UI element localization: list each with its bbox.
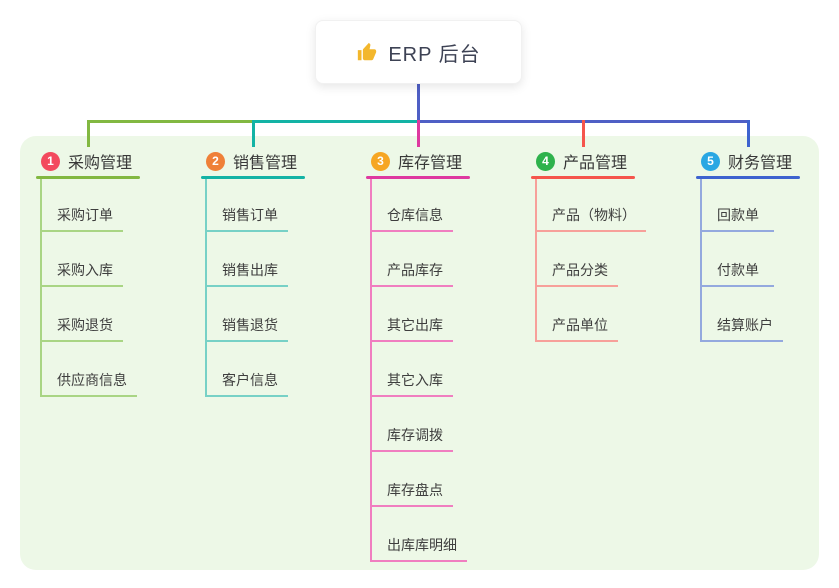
child-label: 出库库明细	[387, 537, 457, 553]
child-label: 仓库信息	[387, 207, 443, 223]
branch-column: 1 采购管理 采购订单采购入库采购退货供应商信息	[36, 148, 201, 397]
child-node[interactable]: 产品（物料）	[537, 179, 646, 232]
branch-title[interactable]: 5 财务管理	[696, 148, 839, 174]
child-node[interactable]: 库存盘点	[372, 452, 453, 507]
branch-column: 5 财务管理 回款单付款单结算账户	[696, 148, 839, 342]
connector-drop-1	[87, 120, 90, 147]
child-label: 采购订单	[57, 207, 113, 223]
branch-number-badge: 4	[536, 151, 555, 171]
connector-bus-left	[87, 120, 255, 123]
branch-underline	[366, 176, 470, 179]
child-label: 付款单	[717, 262, 759, 278]
branch-children: 仓库信息产品库存其它出库其它入库库存调拨库存盘点出库库明细	[370, 179, 531, 562]
child-label: 销售订单	[222, 207, 278, 223]
child-node[interactable]: 产品分类	[537, 232, 618, 287]
connector-drop-3	[417, 120, 420, 147]
branch-underline	[201, 176, 305, 179]
branch-label: 销售管理	[233, 155, 298, 172]
child-label: 销售退货	[222, 317, 278, 333]
root-title: ERP 后台	[388, 43, 481, 66]
child-node[interactable]: 销售出库	[207, 232, 288, 287]
connector-drop-4	[582, 120, 585, 147]
child-node[interactable]: 其它出库	[372, 287, 453, 342]
child-label: 产品库存	[387, 262, 443, 278]
child-label: 销售出库	[222, 262, 278, 278]
branch-number-badge: 5	[701, 151, 720, 171]
child-node[interactable]: 结算账户	[702, 287, 783, 342]
branch-underline	[531, 176, 635, 179]
branch-underline	[36, 176, 140, 179]
thumbs-up-icon	[356, 41, 378, 63]
child-node[interactable]: 仓库信息	[372, 179, 453, 232]
child-label: 结算账户	[717, 317, 773, 333]
branch-title[interactable]: 4 产品管理	[531, 148, 696, 174]
branch-column: 2 销售管理 销售订单销售出库销售退货客户信息	[201, 148, 366, 397]
child-node[interactable]: 产品单位	[537, 287, 618, 342]
connector-bus-center	[253, 120, 420, 123]
child-label: 其它出库	[387, 317, 443, 333]
branch-children: 回款单付款单结算账户	[700, 179, 839, 342]
child-label: 采购入库	[57, 262, 113, 278]
child-node[interactable]: 回款单	[702, 179, 774, 232]
branch-label: 库存管理	[398, 155, 463, 172]
branch-children: 产品（物料） 产品分类产品单位	[535, 179, 696, 342]
child-label: 产品分类	[552, 262, 608, 278]
connector-drop-5	[747, 120, 750, 147]
branch-children: 销售订单销售出库销售退货客户信息	[205, 179, 366, 397]
branch-label: 财务管理	[728, 155, 793, 172]
branches-panel	[20, 136, 819, 570]
branch-number-badge: 2	[206, 151, 225, 171]
child-label: 产品单位	[552, 317, 608, 333]
child-node[interactable]: 其它入库	[372, 342, 453, 397]
branch-number-badge: 1	[41, 151, 60, 171]
root-node[interactable]: ERP 后台	[315, 20, 522, 84]
child-node[interactable]: 采购退货	[42, 287, 123, 342]
child-label: 回款单	[717, 207, 759, 223]
branch-column: 4 产品管理 产品（物料） 产品分类产品单位	[531, 148, 696, 342]
branch-label: 采购管理	[68, 155, 133, 172]
branch-title[interactable]: 1 采购管理	[36, 148, 201, 174]
branch-number-badge: 3	[371, 151, 390, 171]
branch-title[interactable]: 3 库存管理	[366, 148, 531, 174]
child-node[interactable]: 客户信息	[207, 342, 288, 397]
child-node[interactable]: 销售订单	[207, 179, 288, 232]
child-label: 库存调拨	[387, 427, 443, 443]
branch-title[interactable]: 2 销售管理	[201, 148, 366, 174]
branch-underline	[696, 176, 800, 179]
branch-label: 产品管理	[563, 155, 628, 172]
child-label: 产品（物料）	[552, 207, 636, 223]
child-node[interactable]: 出库库明细	[372, 507, 467, 562]
branch-children: 采购订单采购入库采购退货供应商信息	[40, 179, 201, 397]
child-node[interactable]: 供应商信息	[42, 342, 137, 397]
child-label: 供应商信息	[57, 372, 127, 388]
child-node[interactable]: 库存调拨	[372, 397, 453, 452]
child-node[interactable]: 采购订单	[42, 179, 123, 232]
child-label: 其它入库	[387, 372, 443, 388]
child-node[interactable]: 采购入库	[42, 232, 123, 287]
child-node[interactable]: 产品库存	[372, 232, 453, 287]
child-label: 库存盘点	[387, 482, 443, 498]
child-label: 客户信息	[222, 372, 278, 388]
child-label: 采购退货	[57, 317, 113, 333]
connector-trunk	[417, 83, 420, 123]
child-node[interactable]: 销售退货	[207, 287, 288, 342]
branch-column: 3 库存管理 仓库信息产品库存其它出库其它入库库存调拨库存盘点出库库明细	[366, 148, 531, 562]
connector-drop-2	[252, 120, 255, 147]
child-node[interactable]: 付款单	[702, 232, 774, 287]
